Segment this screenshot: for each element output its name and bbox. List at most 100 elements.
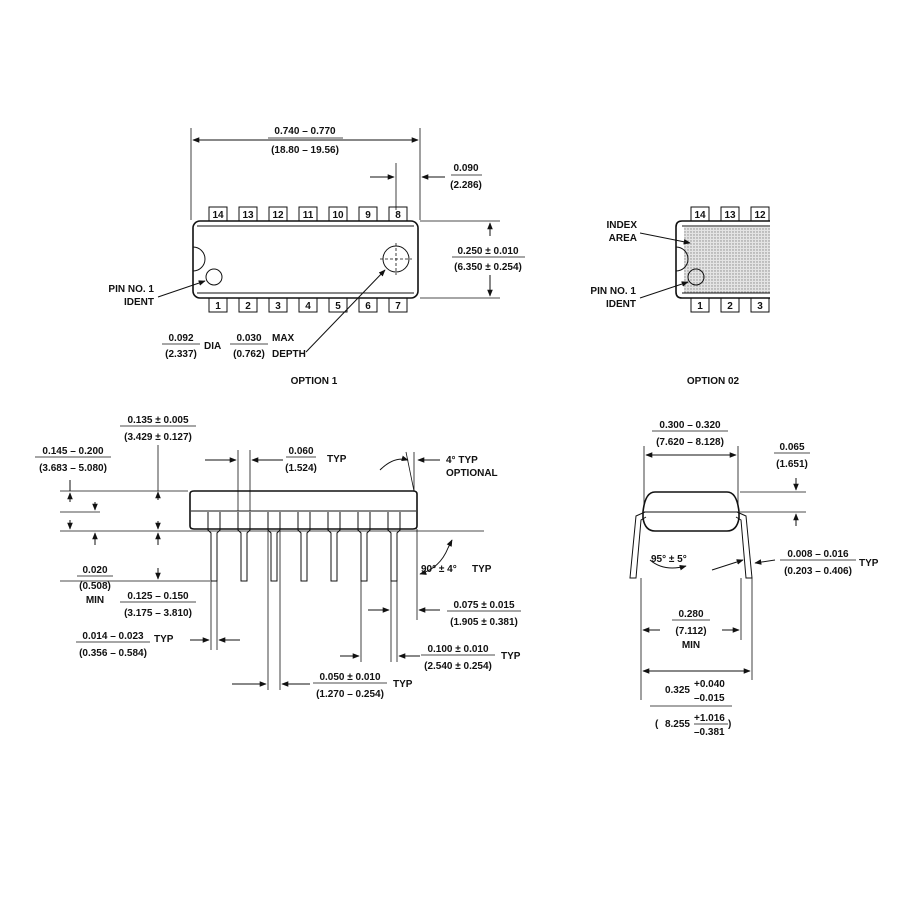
- top-pin-row: 14 13 12 11 10 9 8: [208, 206, 408, 222]
- pin-number: 4: [305, 301, 311, 312]
- span-mm-plus: +1.016: [694, 713, 725, 724]
- pin-box: [750, 206, 770, 222]
- pin-number: 2: [245, 301, 251, 312]
- pin1-notch: [192, 246, 206, 272]
- length-in-label: 0.740 – 0.770: [274, 126, 336, 137]
- width-mm-label: (6.350 ± 0.254): [454, 262, 522, 273]
- span-in-label: 0.325: [665, 685, 690, 696]
- splay-angle-label: 95° ± 5°: [651, 554, 687, 565]
- pitch-mm-label: (2.540 ± 0.254): [424, 661, 492, 672]
- lead-w-in-label: 0.060: [288, 446, 313, 457]
- lead-angle-typ: TYP: [472, 564, 492, 575]
- pin-number: 12: [272, 210, 284, 221]
- pin-box: [268, 206, 288, 222]
- standoff-in-label: 0.020: [82, 565, 107, 576]
- shoulder-in-label: 0.050 ± 0.010: [319, 672, 381, 683]
- pin-box: [328, 206, 348, 222]
- index-area-leader: [639, 232, 691, 245]
- pin-number: 7: [395, 301, 401, 312]
- span-mm-open: (: [655, 719, 659, 730]
- dia-mm-label: (2.337): [165, 349, 197, 360]
- end-lead-left: [629, 511, 647, 579]
- pin1-ident-label-line1: PIN NO. 1: [590, 286, 636, 297]
- end-view: 0.300 – 0.320 (7.620 – 8.128) 0.065 (1.6…: [629, 420, 879, 738]
- package-body-top: [192, 220, 419, 299]
- lead-t-typ: TYP: [154, 634, 174, 645]
- pin-number: 6: [365, 301, 371, 312]
- lead: [297, 512, 311, 582]
- pin-box: [388, 297, 408, 313]
- shoulder-mm-label: (1.270 – 0.254): [316, 689, 384, 700]
- depth-word-depth: DEPTH: [272, 349, 306, 360]
- span-in-minus: –0.015: [694, 693, 725, 704]
- pin-box: [690, 297, 710, 313]
- pitch-in-label: 0.100 ± 0.010: [427, 644, 489, 655]
- lead: [267, 512, 281, 582]
- draft-line: [405, 451, 415, 492]
- overall-h-mm-label: (3.683 – 5.080): [39, 463, 107, 474]
- pin-number: 13: [724, 210, 736, 221]
- pin-number: 8: [395, 210, 401, 221]
- top-view-option1: 0.740 – 0.770 (18.80 – 19.56) 0.090 (2.2…: [108, 126, 525, 387]
- lead-splay-arrow: [649, 559, 687, 571]
- index-area-label-line2: AREA: [609, 233, 637, 244]
- lead: [207, 512, 221, 582]
- inner-w-mm-label: (7.112): [675, 626, 706, 637]
- pin-number: 14: [212, 210, 224, 221]
- pin-box: [238, 297, 258, 313]
- option1-caption: OPTION 1: [291, 376, 338, 387]
- end-lead-t-mm-label: (0.203 – 0.406): [784, 566, 852, 577]
- pin-number: 13: [242, 210, 254, 221]
- pin-number: 1: [697, 301, 703, 312]
- pin-box: [358, 206, 378, 222]
- length-mm-label: (18.80 – 19.56): [271, 145, 339, 156]
- draft-angle-optional: OPTIONAL: [446, 468, 498, 479]
- standoff-mm-label: (0.508): [79, 581, 111, 592]
- pin-number: 2: [727, 301, 733, 312]
- span-mm-label: 8.255: [665, 719, 690, 730]
- lead-t-arrow: [711, 559, 744, 571]
- depth-in-label: 0.030: [236, 333, 261, 344]
- pitch-typ: TYP: [501, 651, 521, 662]
- span-mm-close: ): [728, 719, 731, 730]
- pin-number: 1: [215, 301, 221, 312]
- pin-box: [720, 297, 740, 313]
- depth-word-max: MAX: [272, 333, 295, 344]
- end-lead-t-in-label: 0.008 – 0.016: [787, 549, 849, 560]
- pin1-notch: [675, 246, 689, 272]
- package-body-side: [189, 490, 418, 530]
- body-h-in-label: 0.135 ± 0.005: [127, 415, 189, 426]
- row-w-mm-label: (7.620 – 8.128): [656, 437, 724, 448]
- width-in-label: 0.250 ± 0.010: [457, 246, 519, 257]
- end-dist-in-label: 0.075 ± 0.015: [453, 600, 515, 611]
- pin1-ident-label-line2: IDENT: [124, 297, 154, 308]
- dia-in-label: 0.092: [168, 333, 193, 344]
- side-view: 0.145 – 0.200 (3.683 – 5.080) 0.020 (0.5…: [35, 415, 521, 700]
- draft-angle-label: 4° TYP: [446, 455, 478, 466]
- dia-word: DIA: [204, 341, 221, 352]
- end-dist-mm-label: (1.905 ± 0.381): [450, 617, 518, 628]
- pin-box: [298, 206, 318, 222]
- lead-len-mm-label: (3.175 – 3.810): [124, 608, 192, 619]
- pin1-ident-label-line2: IDENT: [606, 299, 636, 310]
- lead-len-in-label: 0.125 – 0.150: [127, 591, 189, 602]
- pin-box: [328, 297, 348, 313]
- draft-angle-arrow: [379, 455, 409, 471]
- lead: [357, 512, 371, 582]
- top-view-option2: 14 13 12 1 2 3 INDEX AREA PIN NO. 1 IDEN…: [590, 206, 770, 387]
- pin1-dimple: [205, 268, 223, 286]
- end-in-label: 0.090: [453, 163, 478, 174]
- pin-box: [358, 297, 378, 313]
- lead: [387, 512, 401, 582]
- lead: [237, 512, 251, 582]
- pin-number: 3: [275, 301, 281, 312]
- pin-number: 3: [757, 301, 763, 312]
- top-h-mm-label: (1.651): [776, 459, 808, 470]
- index-area-shading: [684, 227, 770, 293]
- inner-w-in-label: 0.280: [678, 609, 703, 620]
- body-h-mm-label: (3.429 ± 0.127): [124, 432, 192, 443]
- pin-number: 11: [303, 210, 314, 221]
- lead-angle-arrow: [446, 539, 453, 549]
- end-lead-right: [735, 511, 753, 579]
